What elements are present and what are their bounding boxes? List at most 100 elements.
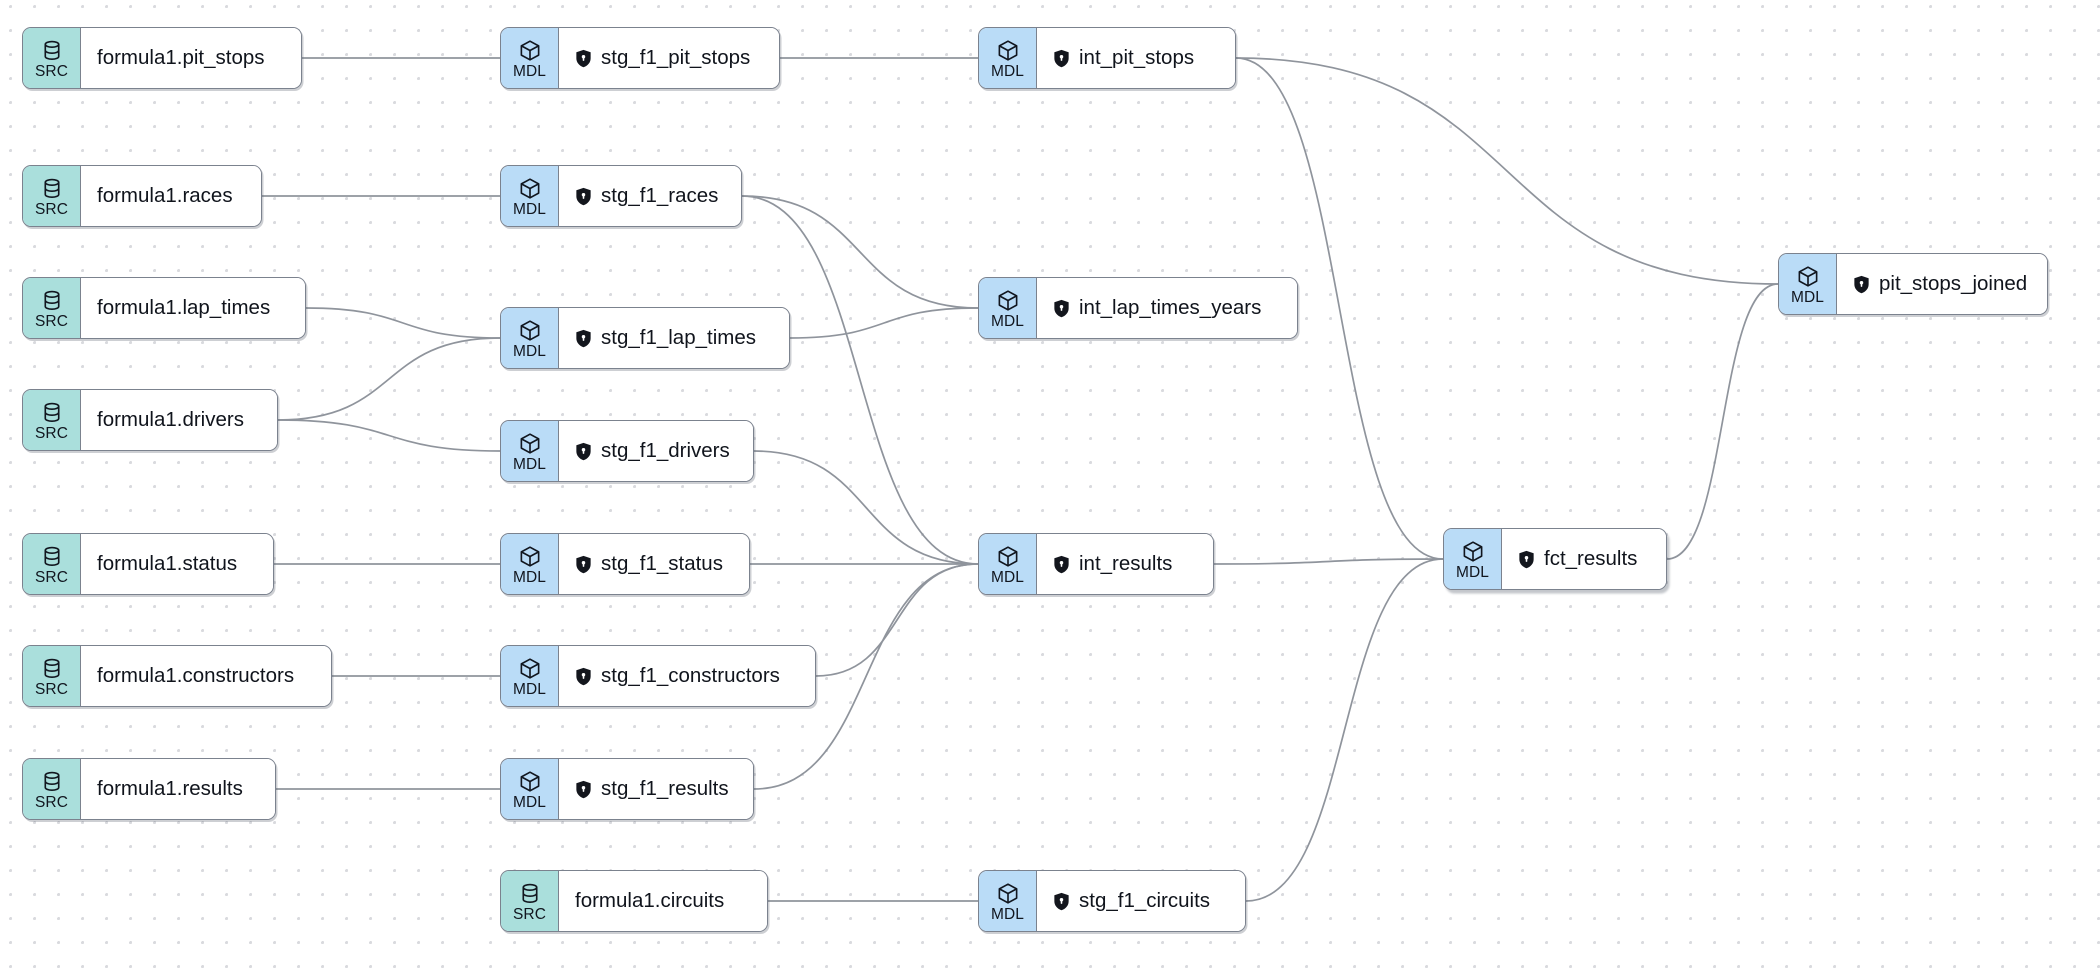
node-body[interactable]: formula1.races [81,166,261,226]
node-body[interactable]: pit_stops_joined [1837,254,2047,314]
node-body[interactable]: formula1.drivers [81,390,277,450]
graph-node-stg_pit_stops[interactable]: MDL stg_f1_pit_stops [500,27,780,89]
node-kind-badge: SRC [23,166,81,226]
node-body[interactable]: stg_f1_circuits [1037,871,1245,931]
shield-lock-icon [1053,892,1070,911]
graph-node-stg_lap_times[interactable]: MDL stg_f1_lap_times [500,307,790,369]
node-label: stg_f1_constructors [601,663,780,687]
node-kind-label: MDL [512,681,547,699]
node-kind-badge: MDL [979,278,1037,338]
node-label: pit_stops_joined [1879,271,2028,295]
node-kind-label: SRC [34,681,69,699]
node-kind-label: MDL [512,569,547,587]
cube-icon [518,770,542,793]
cube-icon [996,289,1020,312]
cube-icon [996,545,1020,568]
shield-lock-icon [575,780,592,799]
node-body[interactable]: formula1.lap_times [81,278,305,338]
node-label: int_results [1079,551,1173,575]
shield-lock-icon [575,667,592,686]
graph-node-int_pit_stops[interactable]: MDL int_pit_stops [978,27,1236,89]
node-kind-badge: MDL [979,871,1037,931]
shield-lock-icon [1053,299,1070,318]
cube-icon [518,177,542,200]
node-body[interactable]: formula1.constructors [81,646,331,706]
node-kind-label: SRC [34,63,69,81]
node-kind-label: SRC [512,906,547,924]
graph-node-src_lap_times[interactable]: SRC formula1.lap_times [22,277,306,339]
node-label: stg_f1_races [601,183,719,207]
node-kind-badge: MDL [1779,254,1837,314]
cube-icon [1461,540,1485,563]
node-body[interactable]: formula1.pit_stops [81,28,301,88]
node-kind-badge: MDL [1444,529,1502,589]
node-body[interactable]: stg_f1_results [559,759,753,819]
node-body[interactable]: stg_f1_pit_stops [559,28,779,88]
node-kind-badge: MDL [501,534,559,594]
graph-edge-stg_constructors-to-int_results [815,563,979,677]
graph-node-int_lap_times_years[interactable]: MDL int_lap_times_years [978,277,1298,339]
database-icon [40,39,64,62]
node-body[interactable]: formula1.results [81,759,275,819]
graph-node-src_constructors[interactable]: SRC formula1.constructors [22,645,332,707]
graph-node-src_races[interactable]: SRC formula1.races [22,165,262,227]
node-kind-badge: MDL [501,759,559,819]
node-label: formula1.races [97,183,233,207]
node-body[interactable]: stg_f1_status [559,534,749,594]
node-label: formula1.pit_stops [97,45,265,69]
graph-edge-int_pit_stops-to-pit_stops_joined [1235,57,1779,285]
graph-node-int_results[interactable]: MDL int_results [978,533,1214,595]
cube-icon [996,39,1020,62]
shield-lock-icon [575,555,592,574]
node-body[interactable]: int_lap_times_years [1037,278,1297,338]
shield-lock-icon [575,49,592,68]
node-kind-badge: SRC [23,28,81,88]
node-label: fct_results [1544,546,1638,570]
node-kind-badge: MDL [501,28,559,88]
node-body[interactable]: stg_f1_constructors [559,646,815,706]
node-body[interactable]: formula1.circuits [559,871,767,931]
node-body[interactable]: stg_f1_lap_times [559,308,789,368]
database-icon [40,657,64,680]
node-kind-label: SRC [34,313,69,331]
graph-node-stg_constructors[interactable]: MDL stg_f1_constructors [500,645,816,707]
cube-icon [518,432,542,455]
node-kind-badge: MDL [501,308,559,368]
node-kind-label: MDL [512,456,547,474]
graph-node-fct_results[interactable]: MDL fct_results [1443,528,1667,590]
node-kind-badge: MDL [501,421,559,481]
node-kind-label: MDL [990,569,1025,587]
node-body[interactable]: stg_f1_races [559,166,741,226]
node-kind-label: MDL [990,313,1025,331]
graph-edge-src_drivers-to-stg_lap_times [277,337,501,421]
node-kind-label: MDL [512,343,547,361]
node-body[interactable]: formula1.status [81,534,273,594]
graph-node-stg_drivers[interactable]: MDL stg_f1_drivers [500,420,754,482]
database-icon [518,882,542,905]
node-label: int_pit_stops [1079,45,1195,69]
node-body[interactable]: int_results [1037,534,1213,594]
graph-node-stg_status[interactable]: MDL stg_f1_status [500,533,750,595]
shield-lock-icon [1053,49,1070,68]
node-body[interactable]: int_pit_stops [1037,28,1235,88]
cube-icon [518,657,542,680]
node-kind-badge: MDL [979,534,1037,594]
graph-edge-int_results-to-fct_results [1213,558,1444,565]
database-icon [40,545,64,568]
graph-node-src_pit_stops[interactable]: SRC formula1.pit_stops [22,27,302,89]
node-body[interactable]: fct_results [1502,529,1666,589]
graph-node-stg_circuits[interactable]: MDL stg_f1_circuits [978,870,1246,932]
node-kind-label: MDL [990,906,1025,924]
node-body[interactable]: stg_f1_drivers [559,421,753,481]
node-kind-badge: MDL [979,28,1037,88]
node-label: stg_f1_pit_stops [601,45,751,69]
node-label: formula1.results [97,776,243,800]
graph-node-pit_stops_joined[interactable]: MDL pit_stops_joined [1778,253,2048,315]
graph-node-src_circuits[interactable]: SRC formula1.circuits [500,870,768,932]
